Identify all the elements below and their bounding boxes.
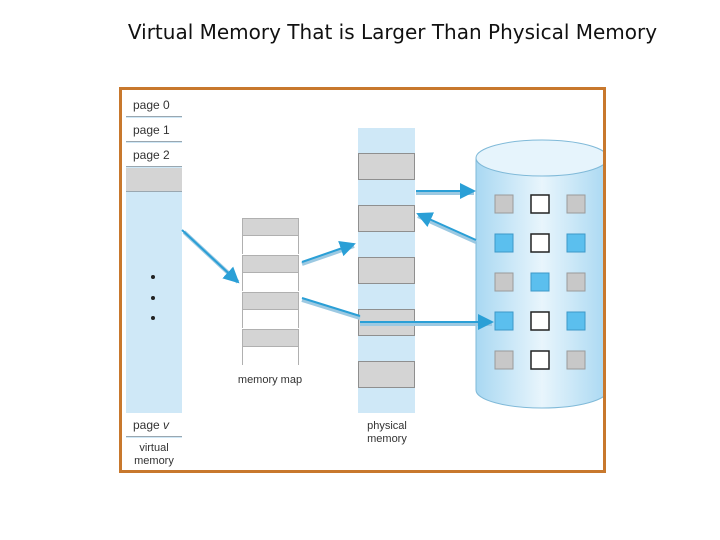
- ellipsis-dot: [151, 316, 155, 320]
- virtual-memory-column: page 0 page 1 page 2 page v: [126, 93, 182, 468]
- arrow-map-to-physical-2: [301, 297, 361, 317]
- disk-block-blue: [530, 272, 550, 292]
- arrow-vm-to-map: [181, 229, 240, 284]
- disk-block-white: [530, 350, 550, 370]
- disk-block-blue: [494, 311, 514, 331]
- disk-block-gray: [566, 194, 586, 214]
- memory-map-entry: [242, 292, 299, 310]
- memory-map-entry: [242, 347, 299, 365]
- memory-map-entry: [242, 310, 299, 328]
- disk-block-gray: [494, 194, 514, 214]
- ellipsis-dot: [151, 275, 155, 279]
- memory-map-entry: [242, 255, 299, 273]
- physical-frame: [358, 361, 415, 388]
- vm-page-1: page 1: [126, 118, 182, 142]
- vm-page-v: page v: [126, 413, 182, 437]
- vm-page-0: page 0: [126, 93, 182, 117]
- physical-frame: [358, 257, 415, 284]
- physical-frame: [358, 153, 415, 180]
- arrow-shadow: [301, 244, 355, 266]
- physical-memory-label: physical memory: [367, 420, 407, 445]
- disk-icon: [475, 139, 603, 409]
- mapping-arrows: [181, 183, 494, 330]
- memory-map-label: memory map: [237, 374, 303, 386]
- disk-block-white: [530, 194, 550, 214]
- memory-map-entry: [242, 218, 299, 236]
- virtual-memory-label: virtual memory: [134, 442, 174, 467]
- disk-block-gray: [566, 272, 586, 292]
- vm-label-bg: [126, 438, 182, 468]
- disk-block-blue: [566, 233, 586, 253]
- disk-block-blue: [494, 233, 514, 253]
- diagram-svg: [181, 139, 603, 409]
- disk-grid: [494, 194, 586, 370]
- disk-block-white: [530, 311, 550, 331]
- arrow-map-to-physical: [301, 241, 356, 263]
- vm-gray-page: [126, 168, 182, 192]
- disk-block-blue: [566, 311, 586, 331]
- arrow-disk-to-physical: [416, 212, 477, 241]
- ellipsis-dot: [151, 296, 155, 300]
- physical-frame: [358, 205, 415, 232]
- memory-map-entry: [242, 236, 299, 254]
- diagram-frame: page 0 page 1 page 2 page v virtual memo…: [119, 87, 606, 473]
- slide-title: Virtual Memory That is Larger Than Physi…: [127, 20, 658, 44]
- arrow-shadow: [301, 298, 361, 320]
- disk-block-gray: [494, 272, 514, 292]
- disk-block-white: [530, 233, 550, 253]
- memory-map-entry: [242, 273, 299, 291]
- disk-block-gray: [566, 350, 586, 370]
- memory-map-entry: [242, 329, 299, 347]
- disk-block-gray: [494, 350, 514, 370]
- vm-page-2: page 2: [126, 143, 182, 167]
- arrow-shadow: [417, 214, 477, 244]
